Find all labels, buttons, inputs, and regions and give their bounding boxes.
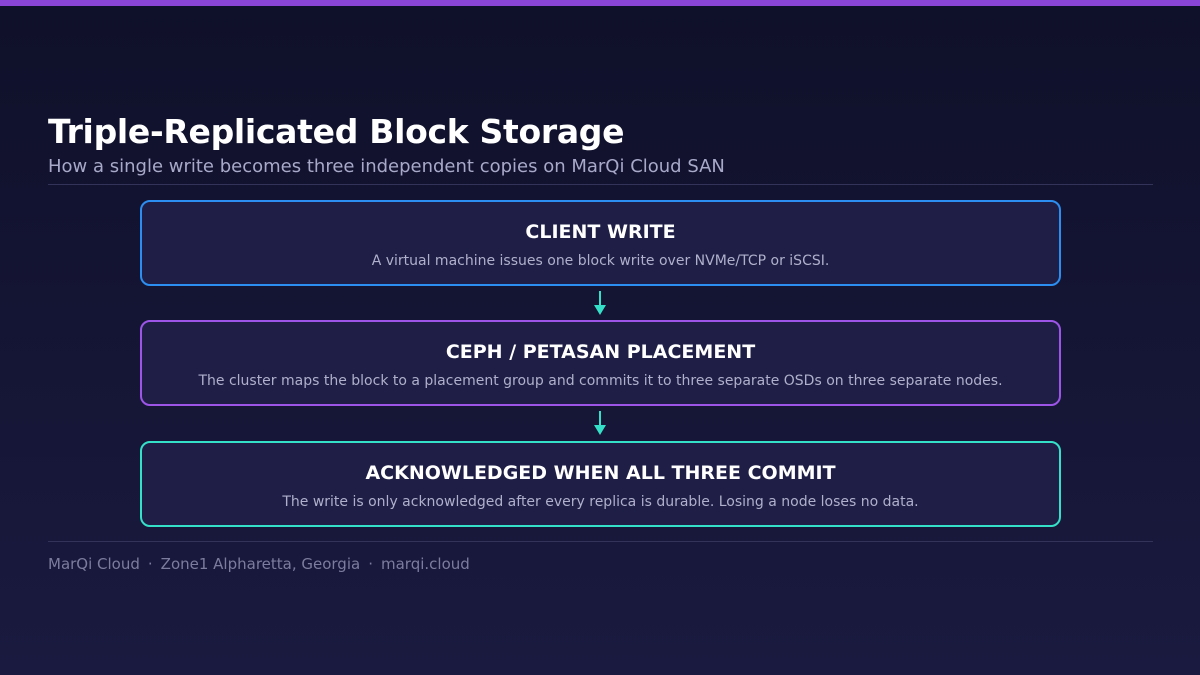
step-acknowledged: ACKNOWLEDGED WHEN ALL THREE COMMIT The w… bbox=[140, 441, 1061, 527]
step-title: ACKNOWLEDGED WHEN ALL THREE COMMIT bbox=[365, 462, 836, 484]
step-client-write: CLIENT WRITE A virtual machine issues on… bbox=[140, 200, 1061, 286]
top-accent-bar bbox=[0, 0, 1200, 6]
step-title: CEPH / PETASAN PLACEMENT bbox=[445, 341, 756, 363]
step-ceph-petasan-placement: CEPH / PETASAN PLACEMENT The cluster map… bbox=[140, 320, 1061, 406]
header-divider bbox=[48, 184, 1153, 185]
footer-brand: MarQi Cloud bbox=[48, 555, 140, 573]
arrow-down-icon bbox=[594, 411, 606, 435]
footer-website: marqi.cloud bbox=[380, 555, 470, 573]
step-title: CLIENT WRITE bbox=[525, 221, 676, 243]
page-subtitle: How a single write becomes three indepen… bbox=[48, 156, 725, 177]
step-description: The write is only acknowledged after eve… bbox=[282, 494, 919, 510]
step-description: The cluster maps the block to a placemen… bbox=[198, 373, 1003, 389]
footer-location: Zone1 Alpharetta, Georgia bbox=[160, 555, 361, 573]
footer-separator: · bbox=[368, 555, 373, 573]
footer-separator: · bbox=[147, 555, 153, 573]
page-title: Triple-Replicated Block Storage bbox=[48, 112, 625, 151]
arrow-down-icon bbox=[594, 291, 606, 315]
footer: MarQi Cloud · Zone1 Alpharetta, Georgia · ma… bbox=[48, 555, 470, 573]
step-description: A virtual machine issues one block write… bbox=[371, 253, 830, 269]
footer-divider bbox=[48, 541, 1153, 542]
